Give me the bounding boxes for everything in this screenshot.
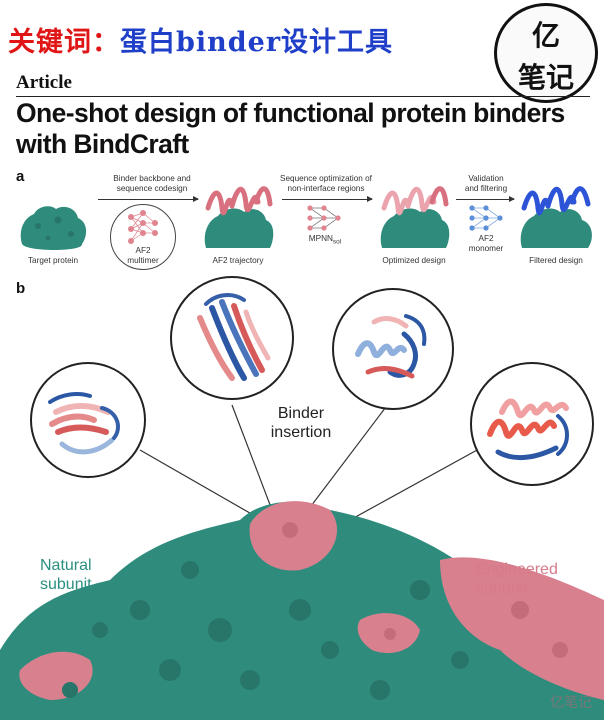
step3-arrow: [456, 196, 515, 202]
keyword-value: 蛋白binder设计工具: [120, 27, 394, 58]
binder-structure-1: [48, 392, 120, 455]
panel-b-letter: b: [16, 280, 26, 297]
binder-structure-4: [487, 398, 569, 460]
brand-seal-logo: 亿 笔记: [494, 3, 598, 103]
binder-insertion-label-line-1: Binder: [277, 405, 325, 422]
seal-text-top: 亿: [531, 19, 560, 52]
natural-subunit-label: Natural subunit: [40, 556, 92, 594]
keyword-banner: 关键词：蛋白binder设计工具: [8, 20, 393, 59]
natural-subunit-label-line-2: subunit: [40, 576, 92, 593]
step2-caption-line-2: non-interface regions: [287, 184, 365, 193]
binder-zoom-circle-4: [470, 362, 594, 486]
af2-multimer-circle: AF2 multimer: [110, 204, 176, 270]
article-title-line-2: with BindCraft: [16, 129, 189, 159]
af2-multimer-label-line-2: multimer: [127, 256, 159, 265]
target-protein-caption: Target protein: [27, 256, 79, 265]
assembly-surface-illustration: [0, 501, 604, 720]
binder-insertion-label-line-2: insertion: [270, 424, 332, 441]
filtered-design-caption: Filtered design: [529, 256, 583, 265]
af2-monomer-label: AF2 monomer: [460, 234, 512, 254]
af2-multimer-label-line-1: AF2: [135, 246, 151, 255]
step1-caption-line-2: sequence codesign: [116, 184, 188, 193]
panel-a-letter: a: [16, 168, 25, 185]
af2-trajectory-caption: AF2 trajectory: [212, 256, 264, 265]
engineered-subunit-label: Engineered subunit: [476, 560, 558, 598]
article-type-label: Article: [16, 72, 72, 93]
binder-structure-2: [197, 293, 271, 381]
binder-insertion-label: Binder insertion: [256, 404, 346, 442]
step2-arrow: [282, 196, 373, 202]
engineered-subunit-label-line-2: subunit: [476, 580, 528, 597]
mpnn-label: MPNNsol: [296, 234, 354, 248]
step3-caption-line-2: and filtering: [464, 184, 508, 193]
filtered-design-illustration: [520, 186, 592, 248]
mpnn-label-sub: sol: [332, 238, 342, 246]
binder-zoom-circle-2: [170, 276, 294, 400]
step3-caption-line-1: Validation: [468, 174, 504, 183]
af2-multimer-label: AF2 multimer: [111, 246, 175, 266]
af2-trajectory-illustration: [204, 186, 274, 248]
engineered-subunit-label-line-1: Engineered: [476, 561, 558, 578]
step1-caption-line-1: Binder backbone and: [113, 174, 191, 183]
watermark: 亿笔记: [550, 694, 592, 710]
seal-text-bottom: 笔记: [517, 61, 574, 94]
af2-monomer-label-line-1: AF2: [478, 234, 494, 243]
binder-zoom-circle-3: [332, 288, 454, 410]
af2-multimer-network-icon: [128, 210, 158, 244]
article-title: One-shot design of functional protein bi…: [16, 98, 596, 160]
optimized-design-illustration: [380, 186, 450, 248]
binder-zoom-circle-1: [30, 362, 146, 478]
step2-caption: Sequence optimization of non-interface r…: [274, 174, 378, 194]
mpnn-network-icon: [307, 205, 341, 231]
step1-caption: Binder backbone and sequence codesign: [98, 174, 206, 194]
keyword-label: 关键词：: [8, 27, 120, 58]
article-title-line-1: One-shot design of functional protein bi…: [16, 98, 565, 128]
optimized-design-caption: Optimized design: [382, 256, 446, 265]
header-divider: [16, 96, 590, 97]
binder-structure-3: [355, 314, 427, 379]
mpnn-label-main: MPNN: [308, 234, 333, 243]
step1-arrow: [98, 196, 199, 202]
natural-subunit-label-line-1: Natural: [40, 557, 92, 574]
step2-caption-line-1: Sequence optimization of: [280, 174, 372, 183]
af2-monomer-label-line-2: monomer: [468, 244, 504, 253]
target-protein-illustration: [20, 206, 87, 250]
step3-caption: Validation and filtering: [454, 174, 518, 194]
af2-monomer-network-icon: [469, 205, 503, 231]
